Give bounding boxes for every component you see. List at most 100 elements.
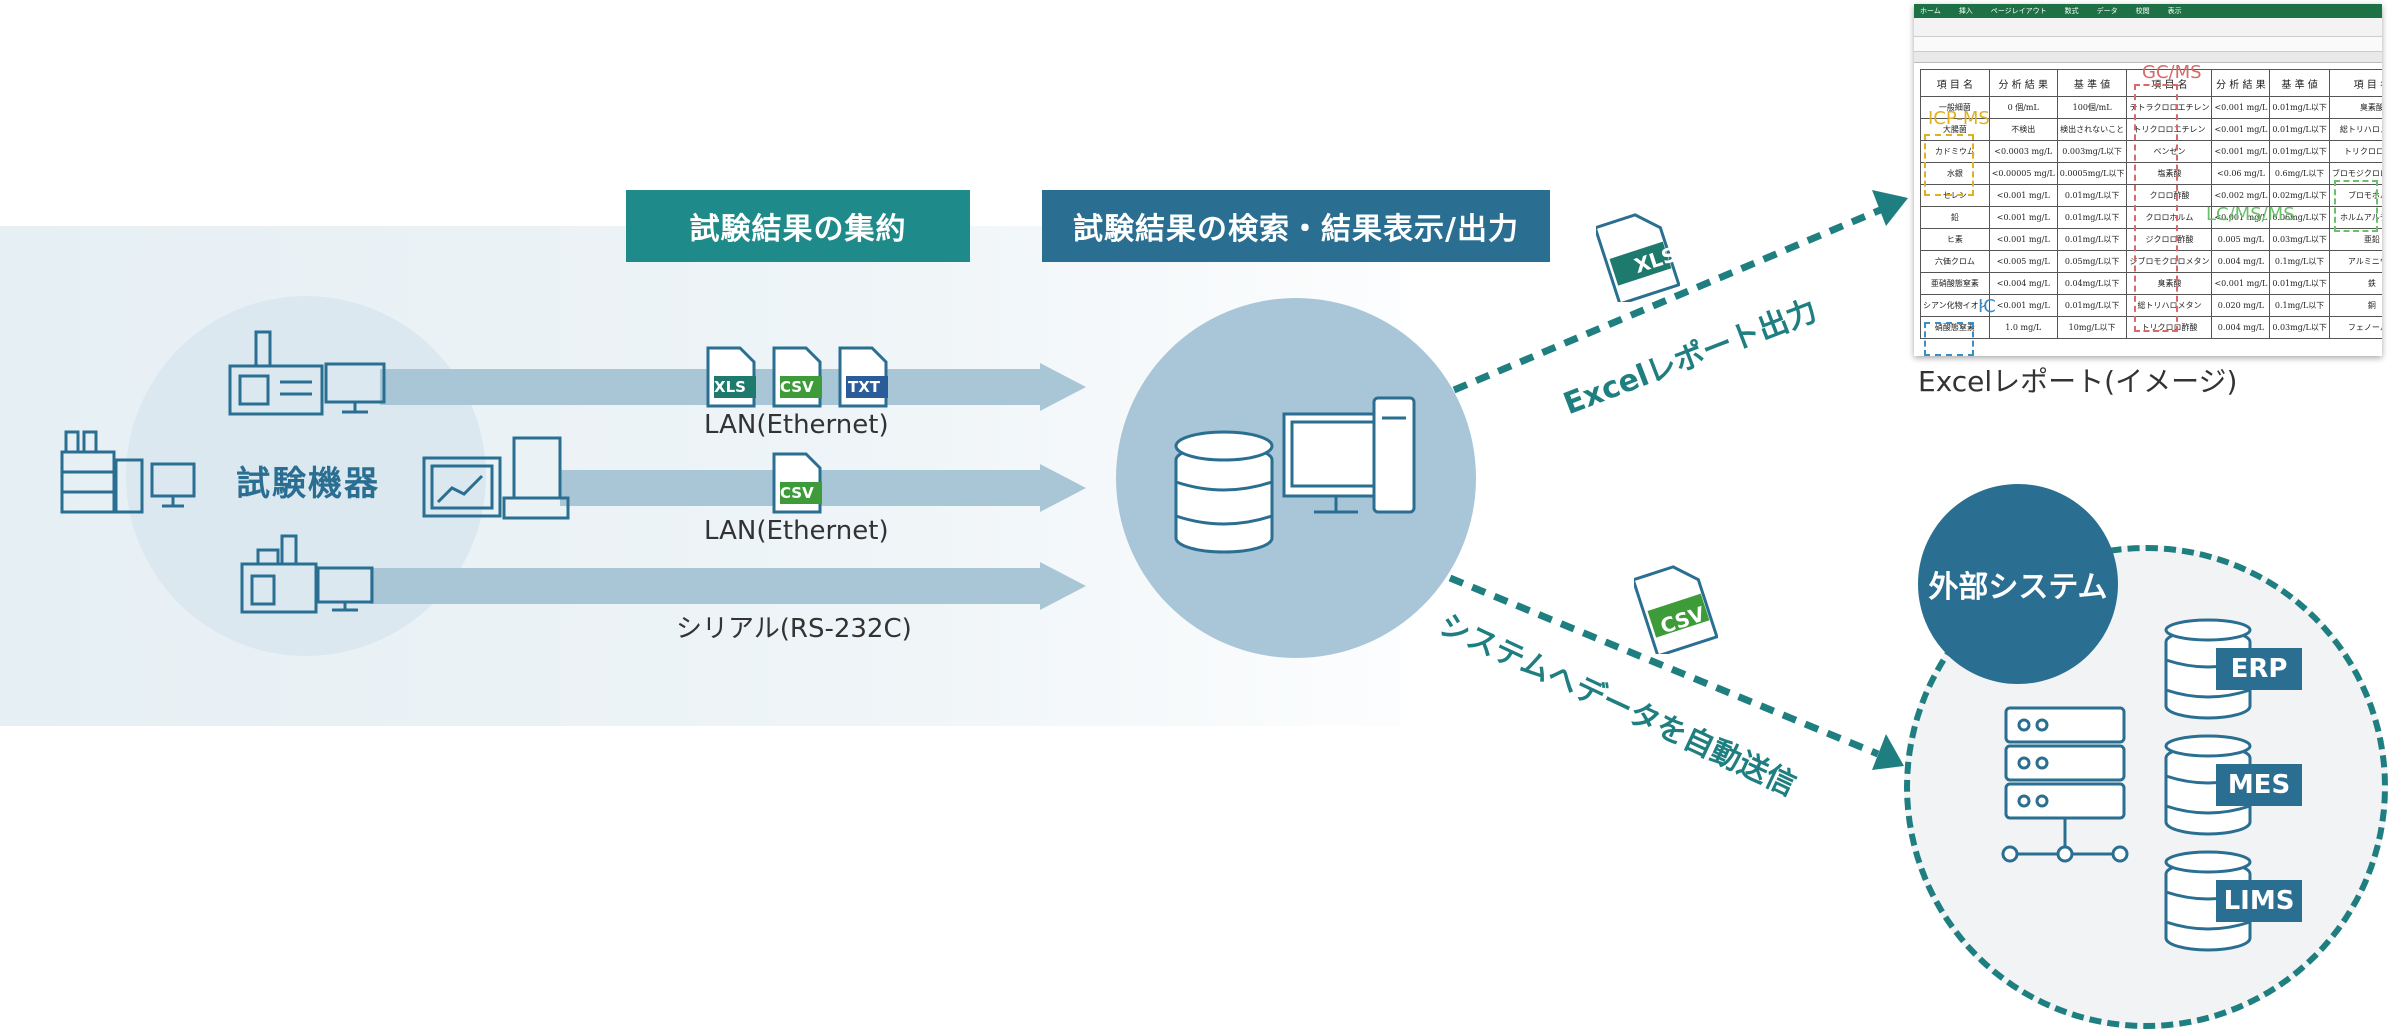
arrow-head-lan1: [1040, 363, 1086, 411]
gcms-annotation: GC/MS: [2142, 62, 2202, 83]
report-cell: アルミニウム: [2328, 250, 2382, 273]
report-cell: 0.1mg/L以下: [2269, 294, 2330, 317]
report-cell: 0.01mg/L以下: [2056, 184, 2128, 207]
report-toolbar: [1914, 18, 2382, 37]
icpms-annotation: ICP-MS: [1928, 108, 1990, 129]
icpms-box: [1924, 134, 1974, 196]
report-cell: 0.03mg/L以下: [2269, 228, 2330, 251]
report-cell: <0.004 mg/L: [1988, 272, 2058, 295]
report-ribbon: ホーム挿入ページレイアウト数式データ校閲表示: [1914, 4, 2382, 18]
devices-label: 試験機器: [236, 464, 380, 504]
report-header-cell: 基 準 値: [2056, 69, 2128, 97]
ribbon-item: 表示: [2167, 7, 2182, 15]
report-cell: 鉛: [1920, 206, 1990, 229]
report-cell: 六価クロム: [1920, 250, 1990, 273]
report-cell: 臭素酸: [2328, 96, 2382, 119]
excel-report-caption: Excelレポート(イメージ): [1918, 365, 2238, 398]
csv-file-icon: [772, 346, 822, 408]
report-cell: 0.01mg/L以下: [2056, 206, 2128, 229]
xls-output-file-icon: [1596, 213, 1680, 302]
csv-badge: CSV: [780, 378, 814, 396]
report-cell: 0.01mg/L以下: [2269, 96, 2330, 119]
csv-output-file-icon: [1634, 565, 1718, 654]
report-cell: <0.001 mg/L: [2211, 272, 2271, 295]
external-systems-title: 外部システム: [1918, 484, 2118, 684]
ribbon-item: 挿入: [1958, 7, 1973, 15]
report-cell: 0.1mg/L以下: [2269, 250, 2330, 273]
arrow-head-lan2: [1040, 464, 1086, 512]
analyzer-monitor-icon: [422, 436, 570, 520]
server-network-icon: [2001, 706, 2129, 863]
aggregate-title: 試験結果の集約: [626, 190, 970, 262]
report-cell: 検出されないこと: [2056, 118, 2128, 141]
report-cell: ヒ素: [1920, 228, 1990, 251]
report-cell: 0.05mg/L以下: [2056, 250, 2128, 273]
report-cell: 0.01mg/L以下: [2269, 118, 2330, 141]
database-computer-icon: [1174, 396, 1416, 554]
report-formula-bar: [1914, 37, 2382, 52]
xls-file-icon: [706, 346, 756, 408]
ribbon-item: ホーム: [1920, 7, 1941, 15]
report-cell: 0.020 mg/L: [2211, 294, 2271, 317]
ic-annotation: IC: [1978, 296, 1996, 317]
report-header-cell: 項 目 名: [2328, 69, 2382, 97]
report-header-cell: 項 目 名: [1920, 69, 1990, 97]
lan1-label: LAN(Ethernet): [704, 410, 889, 440]
instrument-icon: [240, 534, 374, 614]
report-cell: 不検出: [1988, 118, 2058, 141]
report-cell: 0.6mg/L以下: [2269, 162, 2330, 185]
excel-report-image: ホーム挿入ページレイアウト数式データ校閲表示 項 目 名分 析 結 果基 準 値…: [1914, 4, 2382, 356]
lab-bench-icon: [60, 430, 196, 514]
erp-tag: ERP: [2216, 648, 2302, 690]
chromatograph-icon: [228, 330, 386, 416]
report-cell: トリクロロ酢酸: [2126, 316, 2213, 339]
mes-tag: MES: [2216, 764, 2302, 806]
report-cell: 0.01mg/L以下: [2056, 228, 2128, 251]
report-cell: 0.01mg/L以下: [2056, 294, 2128, 317]
report-cell: 0.004 mg/L: [2211, 250, 2271, 273]
report-cell: <0.001 mg/L: [1988, 206, 2058, 229]
lcmsms-annotation: LC/MS/MS: [2206, 204, 2295, 225]
xls-badge: XLS: [714, 378, 746, 396]
report-header-cell: 基 準 値: [2269, 69, 2330, 97]
report-cell: <0.001 mg/L: [2211, 118, 2271, 141]
report-cell: 0.04mg/L以下: [2056, 272, 2128, 295]
report-cell: <0.001 mg/L: [1988, 294, 2058, 317]
lims-database-icon: [2164, 850, 2252, 952]
report-cell: トリクロロ酢酸: [2328, 140, 2382, 163]
report-cell: <0.001 mg/L: [2211, 96, 2271, 119]
gcms-box: [2134, 84, 2178, 332]
report-cell: 0.004 mg/L: [2211, 316, 2271, 339]
report-cell: フェノール類: [2328, 316, 2382, 339]
report-cell: 10mg/L以下: [2056, 316, 2128, 339]
report-cell: <0.0003 mg/L: [1988, 140, 2058, 163]
report-header-cell: 分 析 結 果: [2211, 69, 2271, 97]
report-cell: <0.06 mg/L: [2211, 162, 2271, 185]
txt-file-icon: [838, 346, 888, 408]
lcmsms-box: [2334, 180, 2378, 232]
arrow-head-serial: [1040, 562, 1086, 610]
report-cell: 1.0 mg/L: [1988, 316, 2058, 339]
report-cell: 100個/mL: [2056, 96, 2128, 119]
ic-box: [1924, 322, 1974, 356]
csv-file-icon-2: [772, 452, 822, 514]
report-cell: <0.001 mg/L: [1988, 184, 2058, 207]
report-cell: 0.005 mg/L: [2211, 228, 2271, 251]
csv-badge-2: CSV: [780, 484, 814, 502]
report-cell: <0.001 mg/L: [2211, 140, 2271, 163]
ribbon-item: ページレイアウト: [1990, 7, 2047, 15]
report-cell: 0.03mg/L以下: [2269, 316, 2330, 339]
search-title: 試験結果の検索・結果表示/出力: [1042, 190, 1550, 262]
ribbon-item: データ: [2096, 7, 2118, 15]
serial-label: シリアル(RS-232C): [676, 614, 912, 644]
report-cell: 0.01mg/L以下: [2269, 140, 2330, 163]
report-cell: <0.005 mg/L: [1988, 250, 2058, 273]
txt-badge: TXT: [848, 378, 881, 396]
report-cell: 0 個/mL: [1988, 96, 2058, 119]
report-cell: 亜硝酸態窒素: [1920, 272, 1990, 295]
report-cell: 総トリハロメタン: [2328, 118, 2382, 141]
report-column-header: [1914, 52, 2382, 63]
